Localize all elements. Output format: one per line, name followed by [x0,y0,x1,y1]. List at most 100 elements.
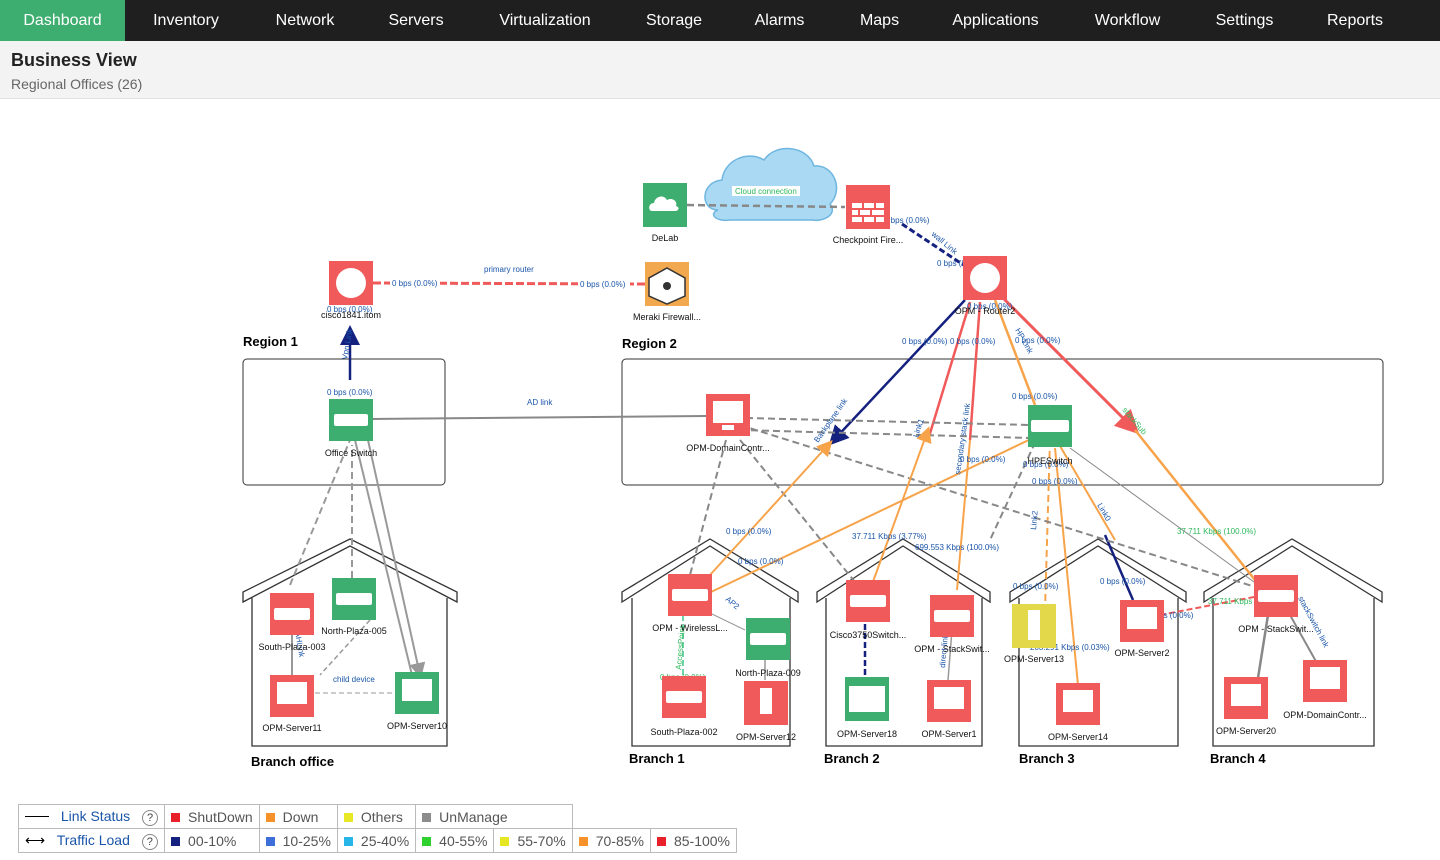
router-icon [970,263,1000,293]
device-south-plaza-002[interactable]: South-Plaza-002 [650,676,718,737]
switch-icon [274,608,310,620]
tab-reports[interactable]: Reports [1326,11,1384,29]
help-icon[interactable]: ? [142,809,159,826]
device-server2[interactable]: OPM-Server2 [1114,600,1170,658]
svg-text:AD link: AD link [527,398,553,407]
device-server14[interactable]: OPM-Server14 [1048,683,1108,742]
device-north-plaza-009[interactable]: North-Plaza-009 [735,618,801,678]
svg-text:OPM-DomainContr...: OPM-DomainContr... [686,443,770,453]
links [289,203,1319,694]
tab-alarms[interactable]: Alarms [754,11,805,29]
device-office-switch[interactable]: Office Switch [325,399,377,458]
device-server12[interactable]: OPM-Server12 [736,681,796,742]
page-header: Business View Regional Offices (26) [0,41,1440,99]
device-wireless[interactable]: OPM - WirelessL... [652,574,728,633]
device-server1[interactable]: OPM-Server1 [921,680,977,739]
device-stackswitch-b2[interactable]: OPM - StackSwit... [914,595,990,654]
device-domain-controller-2[interactable]: OPM-DomainContr... [1283,660,1367,720]
svg-text:0 bps (0.0%): 0 bps (0.0%) [1012,392,1058,401]
branch1-label: Branch 1 [629,751,685,766]
device-south-plaza-003[interactable]: South-Plaza-003 [258,593,326,652]
router-icon [336,268,366,298]
svg-text:cisco1841.itom: cisco1841.itom [321,310,381,320]
map-legend: Link Status ? ShutDown Down Others UnMan… [17,804,738,853]
legend-load-2: 25-40% [336,828,417,853]
svg-text:Checkpoint Fire...: Checkpoint Fire... [833,235,904,245]
server-icon [277,682,307,704]
tab-dashboard[interactable]: Dashboard [0,0,125,41]
legend-shutdown: ShutDown [164,804,260,829]
svg-text:HPESwitch: HPESwitch [1027,456,1072,466]
legend-load-5: 70-85% [571,828,651,853]
svg-text:AccessPoint: AccessPoint [674,625,687,670]
topology-map[interactable]: Region 1 Region 2 Branch office Branch 1… [0,99,1440,799]
svg-text:OPM - StackSwit...: OPM - StackSwit... [1238,624,1314,634]
svg-text:0 bps (0.0%): 0 bps (0.0%) [1023,460,1069,469]
tab-virtualization[interactable]: Virtualization [499,11,591,29]
svg-text:0 bps (0.0%): 0 bps (0.0%) [392,279,438,288]
traffic-load-legend: ⟷ Traffic Load ? [17,828,166,853]
region2-label: Region 2 [622,336,677,351]
svg-text:37.711 Kbps: 37.711 Kbps [1208,597,1252,606]
svg-text:0 bps (0.0%): 0 bps (0.0%) [960,455,1006,464]
svg-text:203.291 Kbps (0.03%): 203.291 Kbps (0.03%) [1030,643,1110,652]
tab-storage[interactable]: Storage [645,11,703,29]
device-delab[interactable]: DeLab [643,183,687,243]
tab-maps[interactable]: Maps [859,11,900,29]
svg-text:0 bps (0.0%): 0 bps (0.0%) [950,337,996,346]
device-hpe-switch[interactable]: HPESwitch [1027,405,1073,466]
svg-text:AP2: AP2 [724,595,742,612]
svg-text:South-Plaza-003: South-Plaza-003 [258,642,325,652]
switch-icon [666,691,702,703]
device-stackswitch-b4[interactable]: OPM - StackSwit... [1238,575,1314,634]
device-meraki-firewall[interactable]: Meraki Firewall... [633,262,701,322]
storage-icon [849,686,885,712]
device-cisco3750[interactable]: Cisco3750Switch... [830,580,907,640]
device-router2[interactable]: OPM - Router2 [955,256,1016,316]
tab-applications[interactable]: Applications [952,11,1039,29]
svg-text:699.553 Kbps (100.0%): 699.553 Kbps (100.0%) [915,543,999,552]
svg-text:0 bps (0.0%): 0 bps (0.0%) [884,216,930,225]
svg-text:Vpn Link: Vpn Link [340,327,354,360]
svg-text:Office Switch: Office Switch [325,448,377,458]
help-icon[interactable]: ? [141,833,158,850]
svg-text:0 bps (0.0%): 0 bps (0.0%) [937,259,983,268]
svg-text:OPM-Server20: OPM-Server20 [1216,726,1276,736]
server-icon [713,401,743,423]
device-north-plaza-005[interactable]: North-Plaza-005 [321,578,387,636]
svg-text:Meraki Firewall...: Meraki Firewall... [633,312,701,322]
traffic-load-label: Traffic Load [56,831,130,848]
device-cisco1841[interactable]: cisco1841.itom [321,261,381,320]
tab-network[interactable]: Network [275,11,335,29]
svg-text:0 bps (0.0%): 0 bps (0.0%) [327,388,373,397]
device-server18[interactable]: OPM-Server18 [837,677,897,739]
svg-text:0 bps (0.0%): 0 bps (0.0%) [902,337,948,346]
legend-load-1: 10-25% [258,828,338,853]
tab-settings[interactable]: Settings [1215,11,1274,29]
link-status-label: Link Status [60,807,131,824]
device-server20[interactable]: OPM-Server20 [1216,677,1276,736]
cloud-icon [704,147,838,222]
device-server11[interactable]: OPM-Server11 [262,675,322,733]
legend-unmanage: UnManage [415,804,573,829]
svg-text:0 bps (0.0%): 0 bps (0.0%) [1032,477,1078,486]
svg-text:OPM - Router2: OPM - Router2 [955,306,1016,316]
server-icon [1063,690,1093,712]
tab-servers[interactable]: Servers [388,11,444,29]
device-server13[interactable]: OPM-Server13 [1004,604,1064,664]
firewall-icon [852,203,884,222]
svg-text:OPM-Server1: OPM-Server1 [921,729,976,739]
svg-text:North-Plaza-005: North-Plaza-005 [321,626,387,636]
device-server10[interactable]: OPM-Server10 [387,672,447,731]
svg-text:37.711 Kbps (100.0%): 37.711 Kbps (100.0%) [1177,527,1256,536]
tab-workflow[interactable]: Workflow [1094,11,1161,29]
svg-text:North-Plaza-009: North-Plaza-009 [735,668,801,678]
device-domain-controller[interactable]: OPM-DomainContr... [686,394,770,453]
legend-load-0: 00-10% [164,828,260,853]
svg-text:0 bps (0.0%): 0 bps (0.0%) [726,527,772,536]
tab-inventory[interactable]: Inventory [153,11,219,29]
svg-text:37.711 Kbps (3.77%): 37.711 Kbps (3.77%) [852,532,927,541]
legend-load-6: 85-100% [649,828,738,853]
device-checkpoint-firewall[interactable]: Checkpoint Fire... [833,185,904,245]
branch3-label: Branch 3 [1019,751,1075,766]
